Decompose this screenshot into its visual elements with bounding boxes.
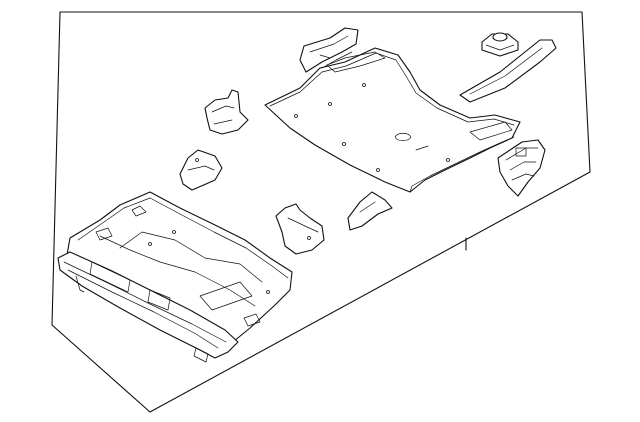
crossmember-bracket (275, 203, 325, 255)
spare-wheel-mount (481, 32, 519, 57)
background-plate (51, 11, 591, 413)
rear-floor-pan (264, 47, 521, 193)
front-floor-pan (64, 191, 293, 356)
upper-cross-bracket (299, 27, 359, 73)
seat-mount-bracket-lower (179, 149, 223, 191)
rear-corner-bracket (497, 139, 546, 197)
front-crossmember-rail (57, 251, 239, 363)
side-rail-extension (459, 39, 557, 103)
seat-mount-bracket-upper (204, 89, 249, 135)
center-support-bracket (347, 191, 393, 231)
